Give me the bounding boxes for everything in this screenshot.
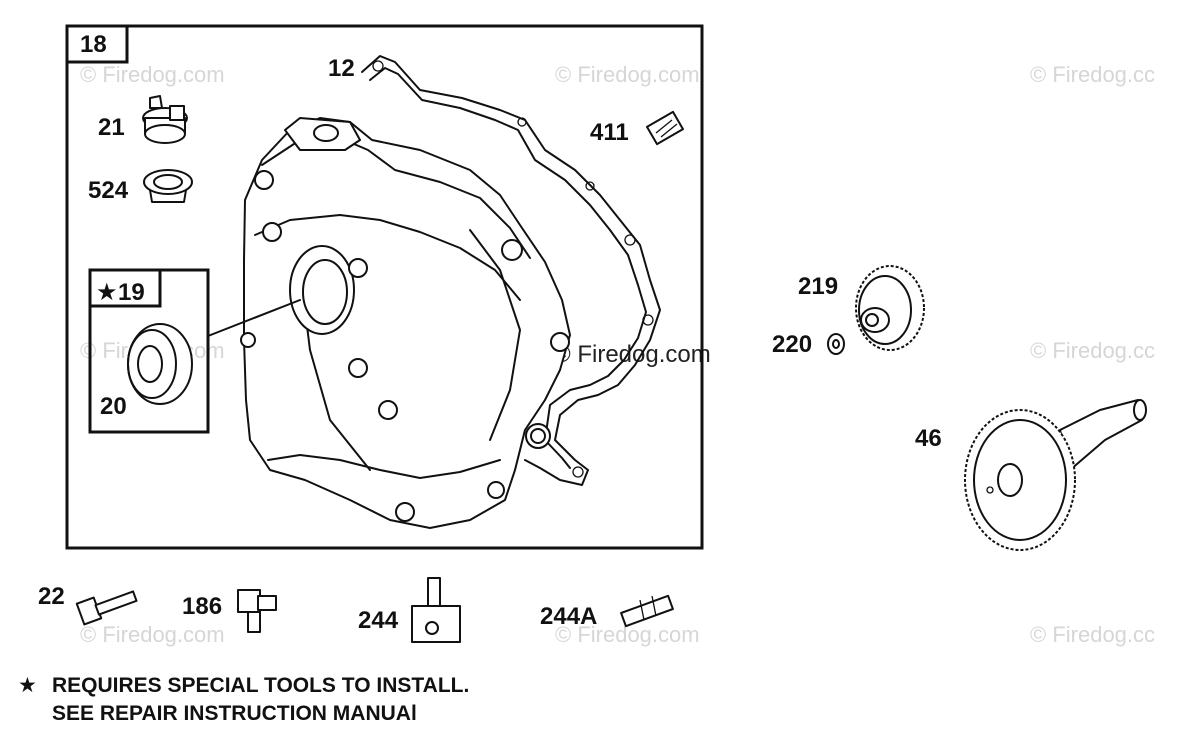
part-fitting-411: 411: [590, 110, 684, 146]
part-washer-220: 220: [772, 331, 845, 358]
part-label-411: 411: [590, 119, 629, 146]
part-elbow-186: 186: [182, 589, 277, 633]
part-label-12: 12: [328, 55, 355, 82]
part-label-244: 244: [358, 607, 399, 634]
watermark: © Firedog.com: [80, 62, 225, 87]
part-bolt-22: 22: [38, 583, 138, 626]
part-label-21: 21: [98, 114, 125, 141]
kit-box-19: ★ 19 20: [88, 268, 301, 434]
part-label-22: 22: [38, 583, 65, 610]
watermark: © Firedog.com: [80, 622, 225, 647]
watermark: © Firedog.cc: [1030, 622, 1155, 647]
part-label-524: 524: [88, 177, 129, 204]
part-gasket-12: 12: [328, 55, 661, 486]
kit-box-frame: [65, 24, 704, 550]
part-plug-21: 21: [98, 95, 188, 144]
part-label-20: 20: [100, 393, 127, 420]
footnote-line-2: SEE REPAIR INSTRUCTION MANUAl: [52, 702, 417, 725]
part-fitting-244a: 244A: [540, 594, 674, 630]
kit-box-19-tag: [88, 268, 162, 308]
watermark: © Firedog.cc: [1030, 62, 1155, 87]
part-label-219: 219: [798, 273, 838, 300]
footnote-line-1: REQUIRES SPECIAL TOOLS TO INSTALL.: [52, 674, 469, 697]
part-label-18: 18: [80, 31, 107, 58]
kit-box-tag: [65, 24, 129, 64]
footnote: ★ REQUIRES SPECIAL TOOLS TO INSTALL. SEE…: [18, 674, 469, 725]
kit-box-18: 18: [65, 24, 704, 550]
watermarks: © Firedog.com © Firedog.com © Firedog.cc…: [80, 62, 1155, 647]
star-icon: ★: [96, 279, 118, 306]
watermark: © Firedog.com: [555, 62, 700, 87]
part-gear-219: 219: [798, 265, 925, 351]
part-label-46: 46: [915, 425, 942, 452]
star-icon: ★: [18, 674, 37, 697]
part-label-186: 186: [182, 593, 222, 620]
part-tee-244: 244: [358, 577, 461, 643]
part-camshaft-46: 46: [915, 399, 1147, 551]
watermark: © Firedog.com: [553, 341, 711, 368]
part-label-244a: 244A: [540, 603, 597, 630]
part-label-19: 19: [118, 279, 145, 306]
watermark: © Firedog.cc: [1030, 338, 1155, 363]
part-seal-524: 524: [88, 169, 193, 204]
part-label-220: 220: [772, 331, 812, 358]
part-crankcase-cover: [240, 117, 571, 529]
